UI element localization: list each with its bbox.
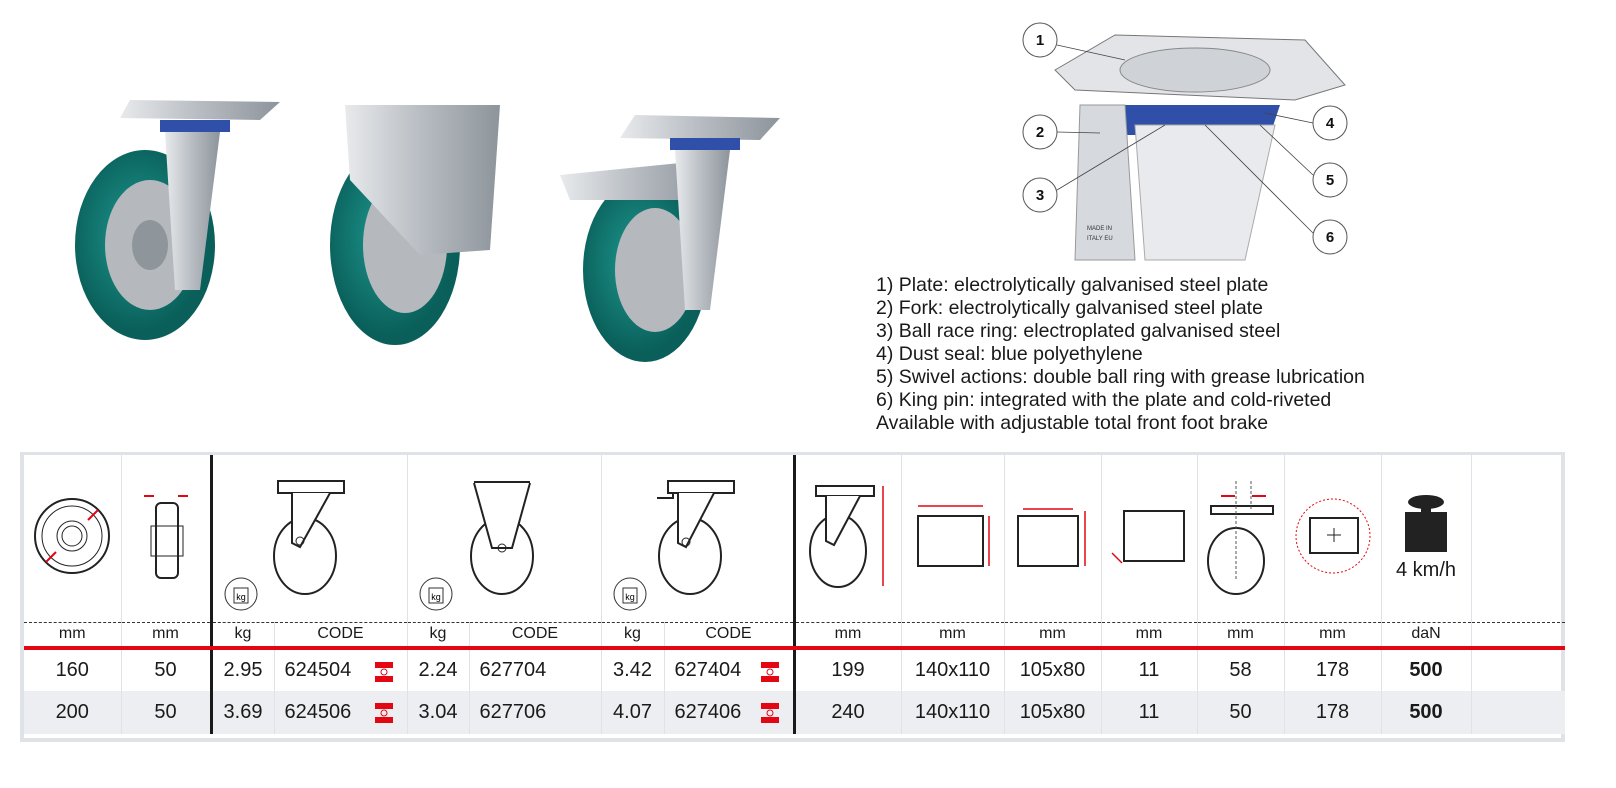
product-code: 627404 <box>674 659 742 681</box>
brake-flag-icon <box>760 662 779 682</box>
table-row: 200 50 3.69 624506 3.04 627706 4.07 6274… <box>24 691 1565 734</box>
product-photos <box>75 100 780 362</box>
hole-spacing: 105x80 <box>1003 691 1101 734</box>
bolt-hole: 11 <box>1100 648 1197 691</box>
bolt-hole: 11 <box>1100 691 1197 734</box>
swivel-radius: 178 <box>1283 691 1381 734</box>
svg-text:kg: kg <box>625 592 635 602</box>
weight: 3.42 <box>600 648 664 691</box>
weight-kg-icon: kg <box>224 577 257 610</box>
specification-list: 1) Plate: electrolytically galvanised st… <box>876 274 1365 435</box>
unit-label: kg <box>209 622 274 650</box>
weight-kg-icon: kg <box>613 577 646 610</box>
fixed-caster-photo <box>330 105 500 345</box>
unit-label: mm <box>1003 622 1101 650</box>
swivel-offset: 58 <box>1196 648 1284 691</box>
hole-spacing-icon <box>1003 455 1101 623</box>
wheel-width: 50 <box>120 648 211 691</box>
unit-label: mm <box>1100 622 1197 650</box>
unit-label: mm <box>1196 622 1284 650</box>
weight: 3.69 <box>209 691 274 734</box>
hole-spacing: 105x80 <box>1003 648 1101 691</box>
weight: 3.04 <box>406 691 469 734</box>
product-code-cell: 624504 <box>273 648 407 691</box>
plate-size: 140x110 <box>900 648 1004 691</box>
total-height-icon <box>792 455 901 623</box>
total-height: 199 <box>792 648 901 691</box>
spec-line: 3) Ball race ring: electroplated galvani… <box>876 320 1281 342</box>
unit-label: daN <box>1380 622 1471 650</box>
weight-icon <box>1405 495 1447 553</box>
wheel-diameter-icon <box>24 455 121 623</box>
product-code: 624506 <box>284 701 352 723</box>
wheel-width: 50 <box>120 691 211 734</box>
brake-flag-icon <box>760 703 779 723</box>
weight: 2.95 <box>209 648 274 691</box>
table-row: 160 50 2.95 624504 2.24 627704 3.42 6274… <box>24 648 1565 691</box>
unit-label: mm <box>792 622 901 650</box>
caster-cross-section-diagram: 1 2 3 4 5 6 MADE IN ITALY EU <box>1022 22 1348 261</box>
callout-4: 4 <box>1326 115 1335 132</box>
unit-label: kg <box>406 622 469 650</box>
brake-caster-photo <box>560 115 780 362</box>
weight-kg-icon: kg <box>419 577 452 610</box>
product-code-cell: 624506 <box>273 691 407 734</box>
fixed-caster-icon: kg <box>406 455 601 623</box>
spec-line: 6) King pin: integrated with the plate a… <box>876 389 1332 411</box>
svg-text:kg: kg <box>236 592 246 602</box>
unit-label: mm <box>1283 622 1381 650</box>
product-code-cell: 627406 <box>663 691 794 734</box>
product-code: 624504 <box>284 659 352 681</box>
unit-label: mm <box>24 622 121 650</box>
swivel-offset-icon <box>1196 455 1284 623</box>
swivel-radius-icon <box>1283 455 1381 623</box>
load-capacity: 500 <box>1380 648 1471 691</box>
product-code-cell: 627404 <box>663 648 794 691</box>
unit-label: CODE <box>468 622 601 650</box>
load-capacity: 500 <box>1380 691 1471 734</box>
brake-caster-icon: kg <box>600 455 794 623</box>
load-capacity-cell: 4 km/h <box>1380 455 1471 623</box>
callout-3: 3 <box>1036 187 1044 204</box>
brake-flag-icon <box>374 703 393 723</box>
product-code: 627706 <box>468 691 601 734</box>
bolt-hole-icon <box>1100 455 1197 623</box>
wheel-width-icon <box>120 455 211 623</box>
total-height: 240 <box>792 691 901 734</box>
made-in-marking: MADE IN <box>1087 226 1112 232</box>
swivel-caster-photo <box>75 100 280 340</box>
callout-1: 1 <box>1036 32 1044 49</box>
spec-line: 2) Fork: electrolytically galvanised ste… <box>876 297 1263 319</box>
wheel-diameter: 200 <box>24 691 121 734</box>
wheel-diameter: 160 <box>55 659 89 681</box>
callout-5: 5 <box>1326 172 1334 189</box>
spec-line: 1) Plate: electrolytically galvanised st… <box>876 274 1269 296</box>
plate-size-icon <box>900 455 1004 623</box>
product-code: 627704 <box>468 648 601 691</box>
unit-label: CODE <box>663 622 794 650</box>
spec-line: Available with adjustable total front fo… <box>876 412 1269 434</box>
plate-size: 140x110 <box>900 691 1004 734</box>
swivel-offset: 50 <box>1196 691 1284 734</box>
brake-flag-icon <box>374 662 393 682</box>
weight: 4.07 <box>600 691 664 734</box>
product-code: 627406 <box>674 701 742 723</box>
swivel-caster-icon: kg <box>209 455 407 623</box>
unit-label: kg <box>600 622 664 650</box>
made-in-marking: ITALY EU <box>1087 236 1113 242</box>
unit-label: CODE <box>273 622 407 650</box>
unit-label: mm <box>120 622 211 650</box>
callout-2: 2 <box>1036 124 1044 141</box>
product-table: kg kg kg 4 km/h mm mm kg CODE kg CODE kg… <box>20 452 1565 742</box>
unit-label: mm <box>900 622 1004 650</box>
svg-text:kg: kg <box>431 592 441 602</box>
spec-line: 4) Dust seal: blue polyethylene <box>876 343 1143 365</box>
callout-6: 6 <box>1326 229 1334 246</box>
speed-label: 4 km/h <box>1395 559 1457 582</box>
swivel-radius: 178 <box>1283 648 1381 691</box>
weight: 2.24 <box>406 648 469 691</box>
spec-line: 5) Swivel actions: double ball ring with… <box>876 366 1365 388</box>
